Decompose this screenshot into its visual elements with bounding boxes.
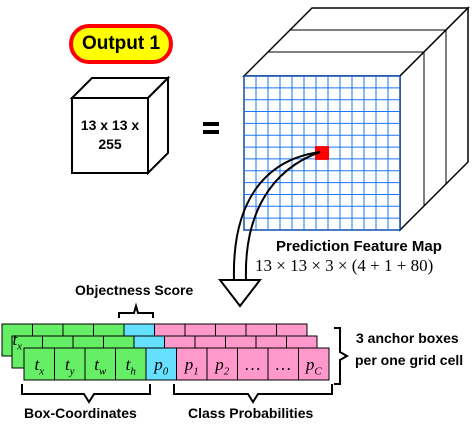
box-coords-label: Box-Coordinates — [24, 405, 137, 421]
vector-cell-layer3 — [145, 347, 177, 381]
feature-map-highlight-cell — [315, 146, 329, 160]
anchor-brace — [334, 327, 350, 385]
objectness-brace — [118, 302, 154, 318]
box-coordinate-cell-label: ty — [64, 355, 75, 378]
vector-cell-layer3 — [298, 347, 330, 381]
anchor-label-line1: 3 anchor boxes — [356, 330, 459, 346]
objectness-label: Objectness Score — [75, 282, 194, 298]
box-coords-brace — [21, 384, 151, 404]
objectness-cell-label: p0 — [154, 355, 169, 378]
vector-cell-layer3 — [267, 347, 299, 381]
back-layer-cell-label: tx — [12, 330, 23, 353]
class-probs-label: Class Probabilities — [188, 405, 314, 421]
class-probability-cell-label: … — [275, 355, 291, 374]
small-cube-label-line2: 255 — [98, 136, 122, 152]
anchor-label-line2: per one grid cell — [355, 352, 464, 368]
output-badge — [69, 24, 173, 64]
vector-cell-layer3 — [23, 347, 55, 381]
class-probability-cell-label: p1 — [184, 355, 199, 378]
vector-cell-layer3 — [176, 347, 208, 381]
feature-map-title: Prediction Feature Map — [276, 238, 442, 255]
class-probs-brace — [173, 384, 333, 404]
small-cube — [69, 75, 171, 176]
box-coordinate-cell-label: tx — [34, 355, 45, 378]
small-cube-front — [71, 97, 149, 174]
vector-cell-layer3 — [237, 347, 269, 381]
pointer-arrow — [217, 151, 321, 308]
box-coordinate-cell-label: th — [125, 355, 136, 378]
small-cube-label-line1: 13 x 13 x — [80, 117, 140, 133]
vector-cell-layer3 — [206, 347, 238, 381]
class-probability-cell-label: pC — [305, 355, 322, 378]
box-coordinate-cell-label: tw — [94, 355, 107, 378]
anchor-vectors — [1, 323, 330, 381]
equals-sign — [203, 122, 219, 134]
output-badge-pill — [69, 24, 173, 64]
class-probability-cell-label: p2 — [215, 355, 230, 378]
class-probability-cell-label: … — [245, 355, 261, 374]
feature-map-formula: 13 × 13 × 3 × (4 + 1 + 80) — [255, 256, 434, 275]
pointer-arrowhead — [217, 279, 263, 308]
feature-map-cube — [242, 6, 470, 232]
output-badge-label: Output 1 — [81, 33, 161, 54]
